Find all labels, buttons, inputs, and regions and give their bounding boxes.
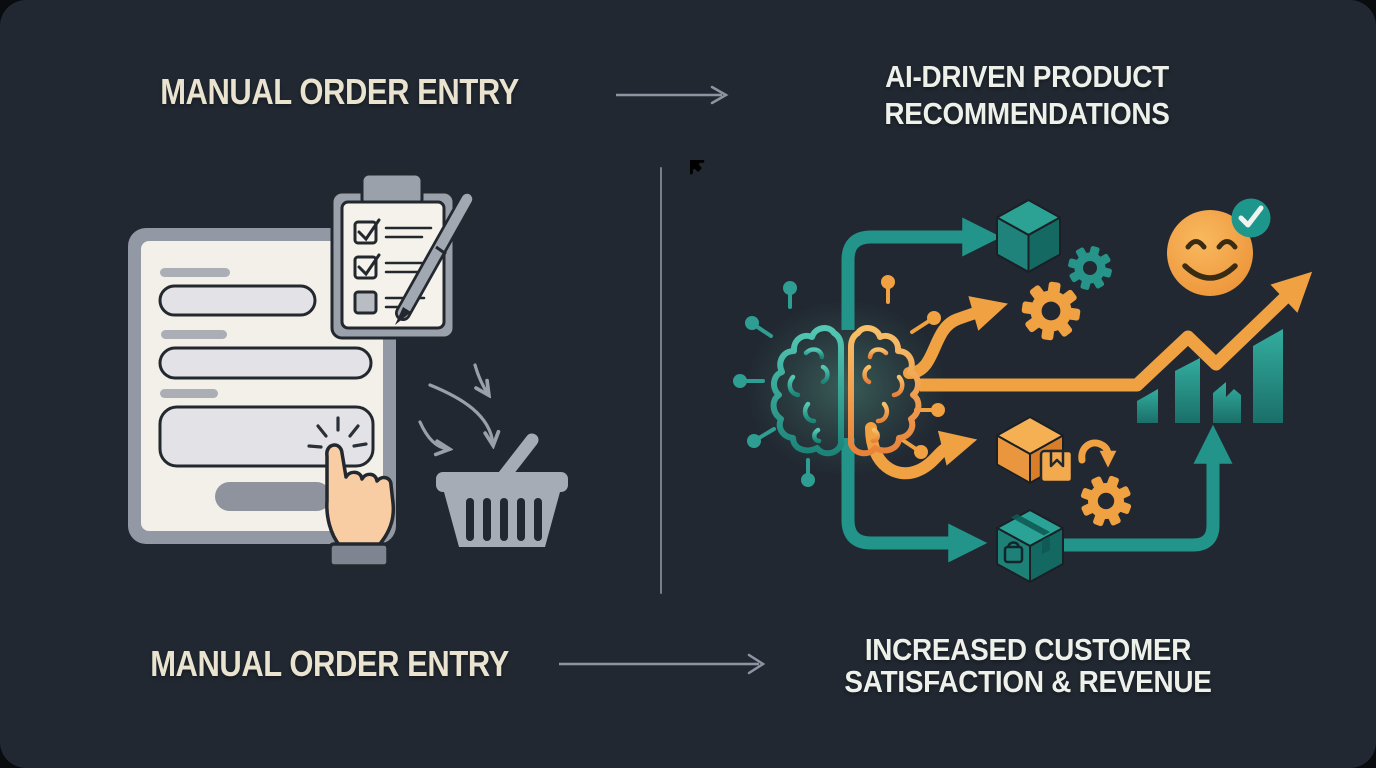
heading-manual-order-entry-top: MANUAL ORDER ENTRY xyxy=(105,72,575,112)
shopping-bag-glyph xyxy=(1003,541,1024,564)
heading-ai-driven-product-recommendations: AI-DRIVEN PRODUCT RECOMMENDATIONS xyxy=(827,58,1227,132)
heading-text: MANUAL ORDER ENTRY xyxy=(150,643,510,684)
ai-brain-icon xyxy=(770,325,922,457)
form-label-bar xyxy=(161,330,227,339)
bottom-flow-arrow-icon xyxy=(559,653,766,675)
form-field-3 xyxy=(158,405,375,468)
form-label-bar xyxy=(160,389,218,398)
heading-line2: RECOMMENDATIONS xyxy=(884,96,1170,131)
circuit-nodes-teal xyxy=(733,281,815,487)
pen-icon xyxy=(395,191,475,325)
cursor-hand-icon xyxy=(325,443,396,568)
form-field-1 xyxy=(158,284,317,317)
heading-text: MANUAL ORDER ENTRY xyxy=(160,71,520,112)
circuit-nodes-orange xyxy=(881,275,945,459)
vertical-divider xyxy=(660,167,662,594)
submit-button-shape xyxy=(215,482,331,511)
heading-manual-order-entry-bottom: MANUAL ORDER ENTRY xyxy=(100,644,560,684)
top-flow-arrow-icon xyxy=(616,85,729,105)
shopping-bag-box-icon xyxy=(996,509,1064,583)
form-label-bar xyxy=(160,268,230,277)
heading-line1: INCREASED CUSTOMER xyxy=(864,632,1192,667)
ai-recommendation-illustration xyxy=(690,160,1313,583)
teal-flow-arrows xyxy=(841,217,1233,563)
click-burst-icon xyxy=(307,416,368,449)
growth-bar-chart-icon xyxy=(1137,329,1283,423)
small-curved-arrow-icon xyxy=(1078,439,1117,468)
gear-icon-orange-bottom xyxy=(1073,468,1139,534)
smiley-face-icon xyxy=(1167,210,1253,296)
check-badge-icon xyxy=(1231,198,1271,238)
heading-increased-customer-satisfaction: INCREASED CUSTOMER SATISFACTION & REVENU… xyxy=(818,634,1238,698)
gear-icon-orange-top xyxy=(1018,278,1084,344)
heading-line2: SATISFACTION & REVENUE xyxy=(844,664,1212,699)
orange-flow-arrows xyxy=(865,296,1008,480)
basket-drop-arrows-icon xyxy=(418,363,493,449)
rising-arrow-icon xyxy=(920,271,1313,392)
shopping-basket-icon xyxy=(436,433,568,547)
gift-parcel-icon xyxy=(1039,449,1074,484)
product-cube-icon xyxy=(996,199,1061,273)
form-field-2 xyxy=(158,346,373,380)
manual-order-illustration xyxy=(128,172,568,568)
gear-icon-teal xyxy=(1063,241,1117,295)
heading-line1: AI-DRIVEN PRODUCT xyxy=(885,59,1169,94)
